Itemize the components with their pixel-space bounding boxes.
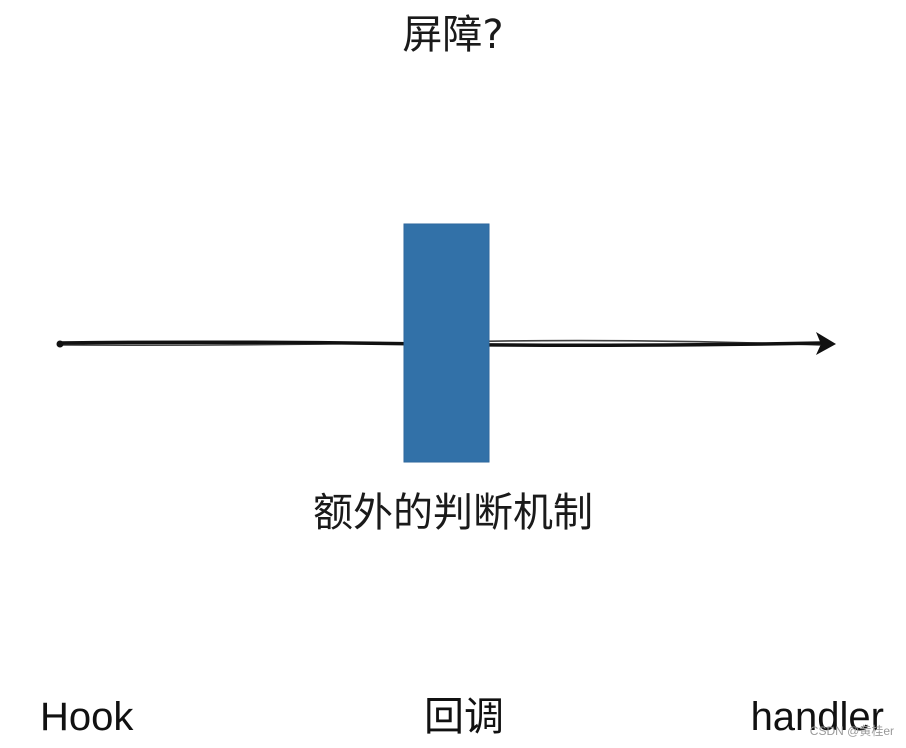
diagram-title: 屏障? <box>402 12 504 58</box>
arrow-head <box>816 332 836 355</box>
label-callback: 回调 <box>424 695 504 739</box>
barrier-block <box>403 223 490 463</box>
arrow-start-dot <box>56 340 64 348</box>
label-handler: handler <box>750 695 884 739</box>
barrier-block-shade <box>404 224 489 462</box>
label-hook: Hook <box>40 695 134 739</box>
barrier-caption: 额外的判断机制 <box>313 490 593 536</box>
watermark: CSDN @黄桂er <box>809 724 894 738</box>
